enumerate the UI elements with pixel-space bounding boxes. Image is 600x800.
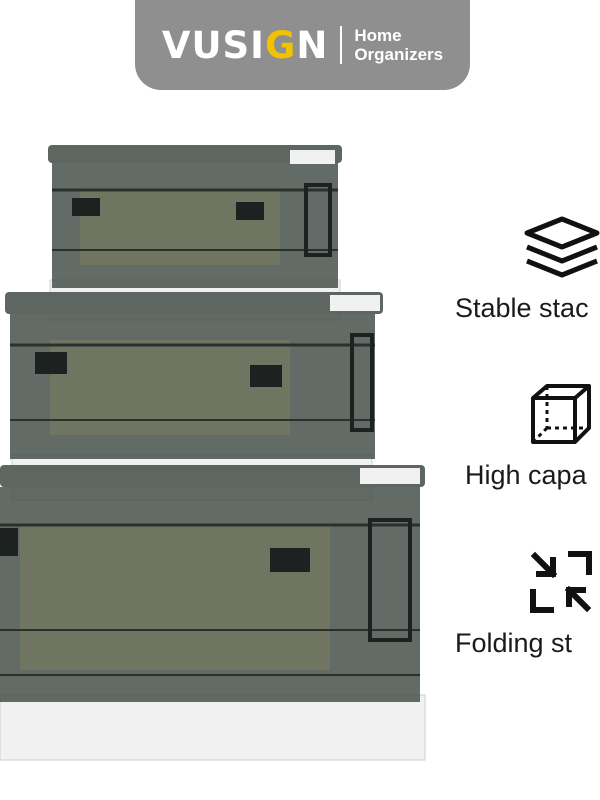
storage-box-small — [48, 145, 342, 321]
logo-text-end: N — [296, 23, 329, 67]
feature-label: Stable stac — [455, 293, 589, 323]
logo-divider — [340, 26, 343, 64]
tagline-line-1: Home — [354, 26, 402, 45]
brand-tagline: Home Organizers — [354, 26, 443, 64]
logo-text-start: VUSI — [161, 23, 265, 67]
feature-label: High capa — [465, 460, 587, 490]
tagline-line-2: Organizers — [354, 45, 444, 64]
fold-arrows-icon — [530, 551, 592, 613]
cube-icon — [531, 384, 591, 444]
feature-label: Folding st — [455, 628, 573, 658]
stack-layers-icon — [524, 216, 600, 278]
storage-box-large — [0, 465, 426, 761]
product-image — [0, 145, 426, 761]
logo-text-accent: G — [264, 23, 297, 67]
